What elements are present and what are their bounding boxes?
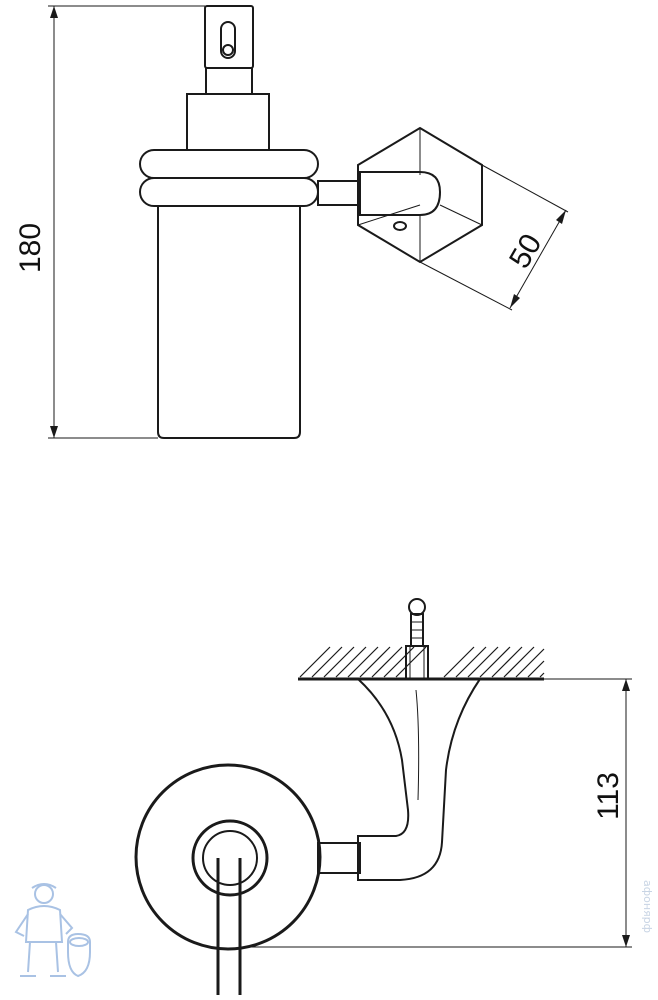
hatch-line (323, 646, 355, 678)
dimension-height-label: 180 (14, 223, 47, 273)
hatch-line (455, 646, 487, 678)
pump-collar (186, 93, 270, 151)
watermark: афонярф (641, 880, 654, 934)
curved-bracket (355, 678, 482, 881)
connector-arm (317, 842, 361, 874)
inner-ring-inner (202, 830, 258, 886)
holder-arm (317, 180, 361, 206)
hatch-line (371, 646, 403, 678)
plumber-mascot-logo (14, 883, 91, 978)
mount-screw (393, 221, 407, 231)
hatch-line (395, 646, 427, 678)
holder-disc (134, 763, 322, 951)
hatch-line (347, 646, 379, 678)
dimension-projection: 113 (242, 678, 632, 948)
hex-edge-3 (439, 204, 483, 226)
hatch-line (479, 646, 511, 678)
hatch-line (527, 660, 545, 678)
mount-block (359, 171, 442, 216)
hatch-line (359, 646, 391, 678)
dimension-height: 180 (14, 5, 205, 439)
front-view (139, 5, 483, 439)
hatch-line (443, 646, 475, 678)
hatch-line (311, 646, 343, 678)
dimension-depth: 50 (419, 164, 569, 311)
holder-ring-bottom (139, 177, 319, 207)
hanging-rod (216, 858, 242, 995)
pump-nozzle-hole (222, 44, 234, 56)
wall-hatching (299, 646, 545, 678)
hatch-line (383, 646, 415, 678)
hatch-line (299, 646, 331, 678)
hatch-line (335, 646, 367, 678)
hatch-line (467, 646, 499, 678)
hatch-line (539, 672, 545, 678)
inner-ring-outer (191, 819, 269, 897)
glass-container (157, 206, 301, 439)
hatch-line (515, 648, 545, 678)
hatch-line (491, 646, 523, 678)
screw-head (408, 598, 426, 616)
pump-nozzle-slot (220, 21, 236, 59)
hatch-line (503, 646, 535, 678)
holder-ring-top (139, 149, 319, 179)
dimension-depth-label: 50 (503, 229, 548, 274)
pump-neck (205, 67, 253, 95)
dimension-projection-label: 113 (592, 772, 625, 820)
side-view (134, 598, 545, 995)
